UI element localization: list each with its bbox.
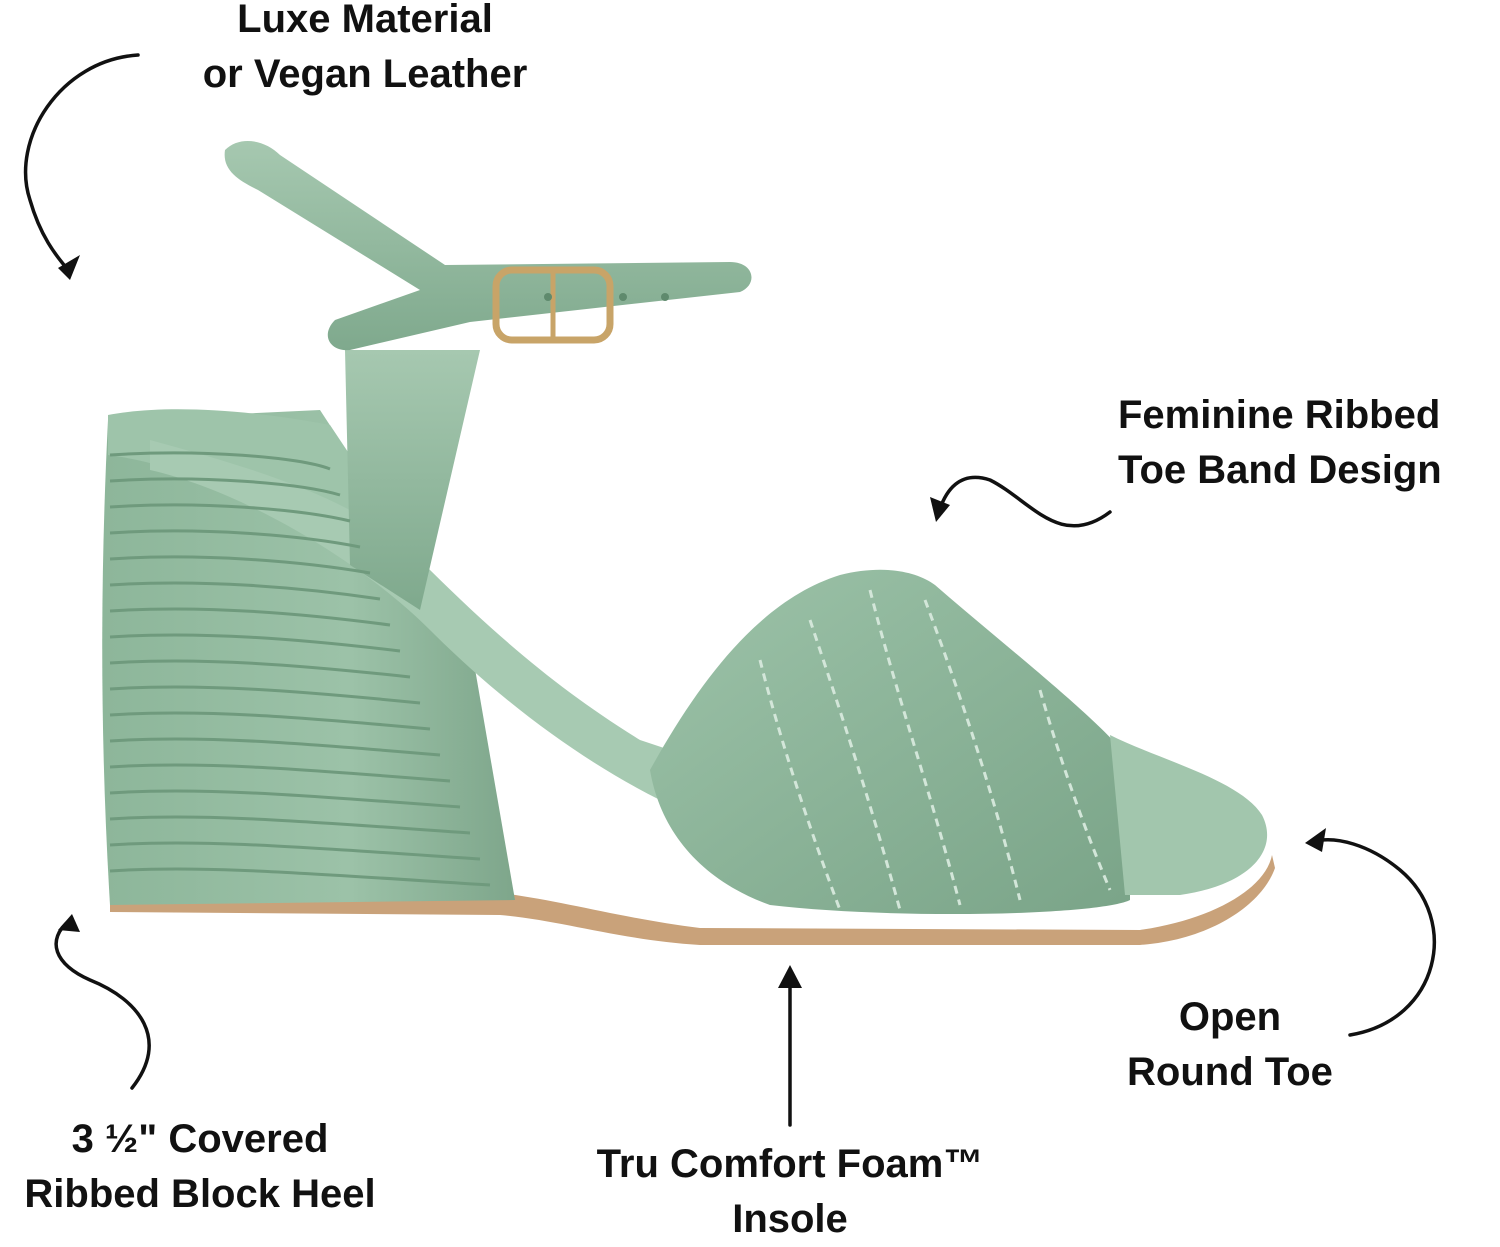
heel-strap [345, 350, 480, 610]
callout-material-line1: Luxe Material [237, 0, 493, 41]
curved-arrow-icon [936, 475, 1112, 528]
callout-material: Luxe Material or Vegan Leather [165, 0, 565, 102]
callout-toe-band: Feminine Ribbed Toe Band Design [1118, 388, 1498, 498]
callout-insole-line1: Tru Comfort Foam™ [596, 1142, 984, 1186]
curved-arrow-icon [23, 53, 140, 274]
heel-rib [109, 503, 351, 523]
callout-material-line2: or Vegan Leather [202, 52, 528, 96]
heel-rib [109, 555, 371, 575]
callout-heel-line1: 3 ½" Covered [71, 1117, 329, 1161]
stitch-line [923, 599, 1022, 901]
stitch-line [1038, 689, 1112, 891]
heel-rib [109, 711, 431, 731]
callout-insole-line2: Insole [732, 1197, 848, 1241]
heel-rib [109, 737, 441, 757]
callout-open-toe-line2: Round Toe [1127, 1050, 1333, 1094]
heel-rib [109, 633, 401, 653]
toe-band [650, 569, 1130, 915]
footbed [150, 440, 700, 800]
toe-band-stitching [758, 589, 1112, 911]
callout-open-toe-line1: Open [1178, 995, 1282, 1039]
heel-rib [109, 659, 411, 679]
heel-rib [109, 581, 381, 601]
callout-insole: Tru Comfort Foam™ Insole [555, 1137, 1025, 1247]
curved-arrow-icon [1310, 838, 1436, 1037]
sandal [102, 140, 1275, 945]
heel-rib [109, 789, 461, 809]
callout-toe-band-line2: Toe Band Design [1118, 448, 1442, 492]
heel-rib [109, 685, 421, 705]
heel-rib [109, 607, 391, 627]
callout-toe-band-line1: Feminine Ribbed [1118, 393, 1441, 437]
heel-rib [109, 451, 331, 471]
heel-rib [109, 529, 361, 549]
curved-arrow-icon [54, 918, 151, 1090]
stitch-line [808, 619, 902, 911]
heel-rib [109, 477, 341, 497]
heel-rib [109, 815, 471, 835]
buckle [492, 266, 614, 344]
stitch-line [758, 659, 842, 911]
heel-rib [109, 841, 481, 861]
heel-rib [109, 867, 491, 887]
callout-heel: 3 ½" Covered Ribbed Block Heel [0, 1112, 400, 1222]
heel-rib [109, 763, 451, 783]
block-heel [102, 410, 515, 905]
callout-heel-line2: Ribbed Block Heel [24, 1172, 376, 1216]
callout-open-toe: Open Round Toe [1090, 990, 1370, 1100]
heel-ribs [109, 451, 491, 887]
open-toe [1110, 735, 1268, 895]
ankle-strap [224, 140, 752, 351]
stitch-line [868, 589, 962, 906]
